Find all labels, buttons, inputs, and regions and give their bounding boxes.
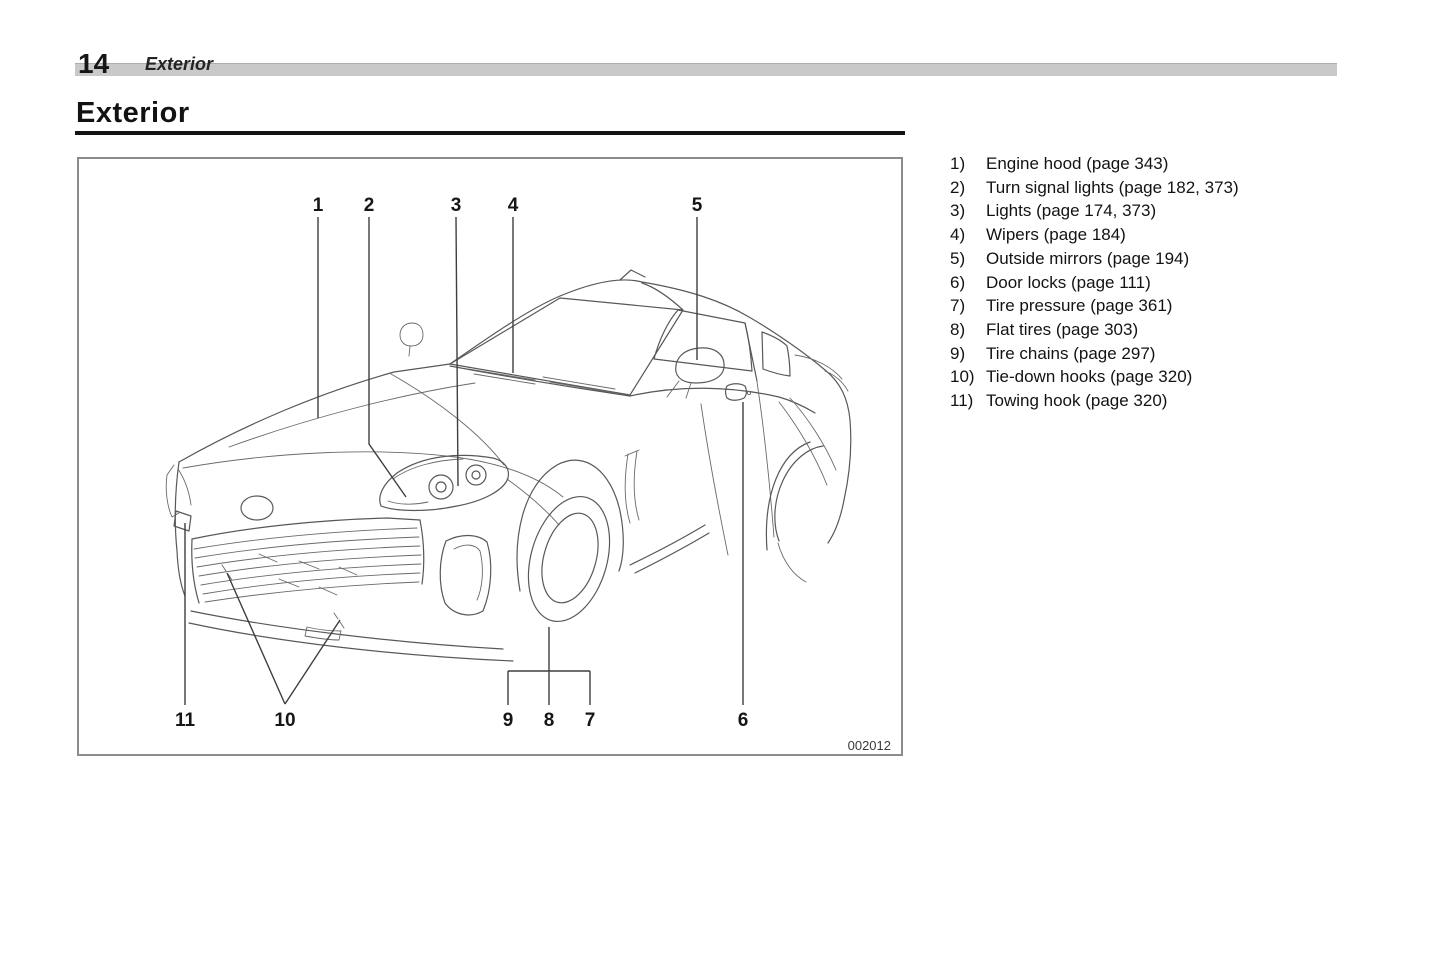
leader-bracket-7-8-9 <box>507 670 591 705</box>
exterior-diagram-frame: 1 2 3 4 5 11 10 9 8 7 6 002012 <box>77 157 903 756</box>
legend-item-number: 7) <box>950 296 966 316</box>
legend-item-label: Turn signal lights (page 182, 373) <box>986 177 1239 197</box>
legend-item-label: Flat tires (page 303) <box>986 319 1139 339</box>
callout-number-3: 3 <box>451 195 462 216</box>
towing-hook-cover <box>173 510 192 532</box>
legend-item: 10) Tie-down hooks (page 320) <box>950 365 1310 389</box>
callout-number-5: 5 <box>692 195 703 216</box>
leader-2 <box>368 217 407 498</box>
legend-item: 11) Towing hook (page 320) <box>950 389 1310 413</box>
callout-number-8: 8 <box>544 710 555 731</box>
legend-item-number: 11) <box>950 391 974 411</box>
callout-number-7: 7 <box>585 710 596 731</box>
header-section-title: Exterior <box>145 54 214 74</box>
header-bar <box>75 63 1337 76</box>
side-mirror <box>666 347 725 399</box>
tie-down-hook-marks <box>221 564 345 629</box>
figure-code: 002012 <box>848 738 891 753</box>
headlight <box>379 454 510 512</box>
car-illustration: 1 2 3 4 5 11 10 9 8 7 6 002012 <box>165 195 891 753</box>
legend-item-number: 8) <box>950 319 966 339</box>
door-handle <box>724 383 752 401</box>
legend-item-label: Towing hook (page 320) <box>986 391 1168 411</box>
page-number: 14 <box>78 48 110 79</box>
callout-number-1: 1 <box>313 195 324 216</box>
brand-badge <box>240 495 274 521</box>
legend-item: 7) Tire pressure (page 361) <box>950 294 1310 318</box>
legend-item-number: 4) <box>950 225 966 245</box>
callout-number-9: 9 <box>503 710 514 731</box>
page-title: Exterior <box>76 97 190 129</box>
legend-item-number: 10) <box>950 367 975 387</box>
legend-item-number: 5) <box>950 248 966 268</box>
title-rule <box>75 131 905 135</box>
callout-number-4: 4 <box>508 195 519 216</box>
legend-item: 8) Flat tires (page 303) <box>950 318 1310 342</box>
legend-list: 1) Engine hood (page 343) 2) Turn signal… <box>950 152 1310 413</box>
callout-number-10: 10 <box>274 710 295 731</box>
callout-number-11: 11 <box>175 710 196 731</box>
legend-item-label: Tire chains (page 297) <box>986 343 1156 363</box>
legend-item-label: Door locks (page 111) <box>986 272 1151 292</box>
legend-item: 6) Door locks (page 111) <box>950 271 1310 295</box>
callout-number-2: 2 <box>364 195 375 216</box>
car-line-art <box>165 269 852 662</box>
callout-number-6: 6 <box>738 710 749 731</box>
rear-wheel <box>765 441 824 583</box>
legend-item: 5) Outside mirrors (page 194) <box>950 247 1310 271</box>
legend-item-label: Tie-down hooks (page 320) <box>986 367 1193 387</box>
legend-item-number: 1) <box>950 154 966 173</box>
legend-item-number: 2) <box>950 177 966 197</box>
callout-numbers: 1 2 3 4 5 11 10 9 8 7 6 <box>175 195 748 731</box>
legend-item-label: Engine hood (page 343) <box>986 154 1169 173</box>
legend-item: 4) Wipers (page 184) <box>950 223 1310 247</box>
leader-10 <box>226 572 341 705</box>
legend-item-label: Lights (page 174, 373) <box>986 201 1157 221</box>
callout-leader-lines <box>184 216 744 705</box>
legend-item: 1) Engine hood (page 343) <box>950 152 1310 176</box>
legend-item-number: 3) <box>950 201 966 221</box>
legend-item-label: Outside mirrors (page 194) <box>986 248 1190 268</box>
legend-item: 3) Lights (page 174, 373) <box>950 199 1310 223</box>
legend-item-label: Wipers (page 184) <box>986 225 1126 245</box>
legend-item-number: 9) <box>950 343 966 363</box>
front-grille <box>191 517 425 604</box>
legend-item-label: Tire pressure (page 361) <box>986 296 1173 316</box>
leader-3 <box>455 216 459 487</box>
legend-item-number: 6) <box>950 272 966 292</box>
legend-item: 9) Tire chains (page 297) <box>950 342 1310 366</box>
front-wheel <box>516 459 624 623</box>
legend-item: 2) Turn signal lights (page 182, 373) <box>950 176 1310 200</box>
